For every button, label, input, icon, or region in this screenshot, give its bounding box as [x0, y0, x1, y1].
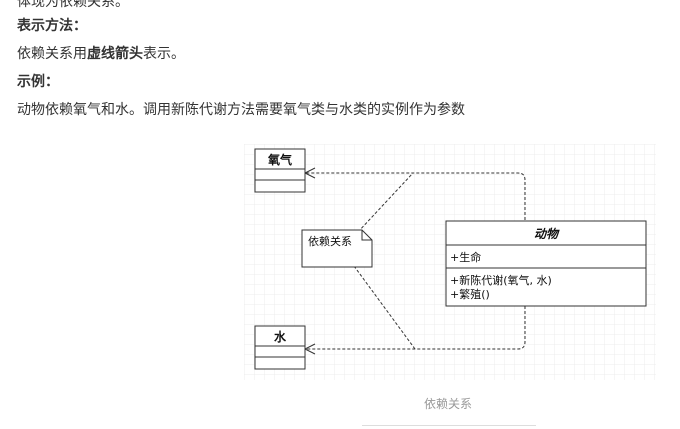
animal-attribute: +生命: [450, 250, 481, 264]
heading-notation: 表示方法：: [17, 18, 87, 34]
note-text: 依赖关系: [308, 234, 352, 248]
class-animal-name: 动物: [534, 227, 560, 241]
heading-example: 示例：: [17, 74, 59, 90]
note-anchor-lower: [353, 265, 416, 350]
figure-caption: 依赖关系: [423, 397, 472, 411]
caption-divider: [362, 425, 536, 426]
example-paragraph: 动物依赖氧气和水。调用新陈代谢方法需要氧气类与水类的实例作为参数: [17, 102, 465, 118]
animal-method-reproduce: +繁殖(): [450, 287, 490, 301]
cut-off-text-line: 体现为依赖关系。: [17, 0, 129, 10]
class-oxygen: 氧气: [254, 148, 306, 193]
class-water: 水: [254, 325, 306, 370]
note-anchor-upper: [357, 172, 414, 233]
class-water-name: 水: [274, 329, 287, 344]
dependency-arrow-water: [305, 306, 526, 350]
notation-suffix: 表示。: [143, 46, 185, 62]
dependency-arrow-oxygen: [305, 172, 526, 220]
notation-bold: 虚线箭头: [87, 46, 143, 62]
note-dependency: 依赖关系: [301, 229, 373, 268]
notation-prefix: 依赖关系用: [17, 46, 87, 62]
uml-dependency-diagram: 氧气 水 依赖关系 动物 +生命 +新陈代谢(氧气, 水) +繁殖(): [244, 144, 656, 380]
class-oxygen-name: 氧气: [267, 152, 292, 167]
animal-method-metabolism: +新陈代谢(氧气, 水): [450, 273, 552, 287]
notation-paragraph: 依赖关系用虚线箭头表示。: [17, 43, 185, 63]
class-animal: 动物 +生命 +新陈代谢(氧气, 水) +繁殖(): [445, 220, 647, 307]
